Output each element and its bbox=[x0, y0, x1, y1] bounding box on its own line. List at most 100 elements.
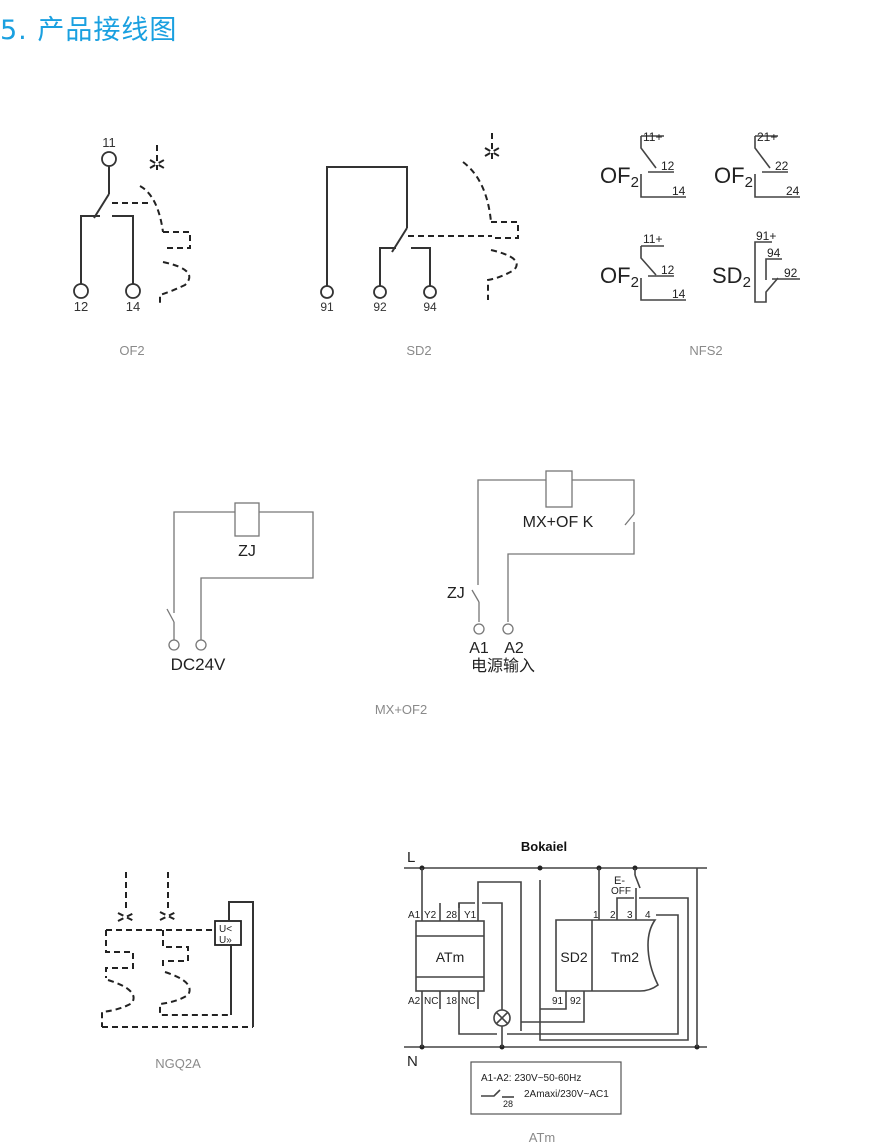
of2-diagram: 11 12 14 bbox=[73, 135, 191, 314]
caption-sd2: SD2 bbox=[406, 343, 432, 358]
nfs2-no: 24 bbox=[786, 184, 800, 198]
sd2-terminal-91-circle bbox=[320, 285, 334, 299]
atm-terminal-y1: Y1 bbox=[464, 910, 477, 921]
coil-label: MX+OF K bbox=[523, 514, 594, 531]
wire bbox=[507, 914, 679, 1035]
nfs2-switch bbox=[754, 241, 779, 303]
terminal-a1-circle bbox=[473, 623, 485, 635]
atm-terminal-nc: NC bbox=[424, 996, 438, 1007]
spec-line-1: A1-A2: 230V~50-60Hz bbox=[481, 1073, 581, 1084]
nfs2-block-label: OF2 bbox=[600, 263, 639, 291]
sd2-terminal-91: 91 bbox=[320, 300, 334, 314]
wire bbox=[521, 991, 585, 1023]
caption-of2: OF2 bbox=[119, 343, 145, 358]
mechanical-arc bbox=[159, 971, 231, 1016]
terminal-a2-label: A2 bbox=[504, 640, 524, 657]
zj-switch bbox=[166, 608, 175, 623]
wire bbox=[540, 991, 567, 1010]
atm-terminal-a2: A2 bbox=[408, 996, 421, 1007]
nfs2-block: OF2 21+ 22 24 bbox=[714, 130, 800, 198]
of2-terminal-14-circle bbox=[125, 283, 141, 299]
mechanical-arc bbox=[101, 979, 135, 1027]
nfs2-nc: 12 bbox=[661, 159, 675, 173]
sd2-latch bbox=[491, 221, 519, 239]
wire bbox=[458, 902, 475, 908]
of2-wire bbox=[80, 215, 100, 285]
atm-terminal-nc: NC bbox=[461, 996, 475, 1007]
of2-switch-blade bbox=[93, 193, 110, 219]
wire bbox=[458, 991, 497, 1035]
sd2-terminal-92: 92 bbox=[373, 300, 387, 314]
nfs2-switch bbox=[640, 246, 657, 276]
caption-nfs2: NFS2 bbox=[689, 343, 723, 358]
of2-mechanical-arc bbox=[159, 261, 191, 305]
spec-box bbox=[470, 1061, 622, 1115]
nfs2-wire bbox=[765, 258, 782, 280]
of2-spark-icon bbox=[149, 159, 165, 169]
nfs2-block: OF2 11+ 12 14 bbox=[600, 232, 686, 301]
of2-mechanical-arc bbox=[139, 185, 164, 233]
tm2-module bbox=[555, 919, 660, 992]
line-l-label: L bbox=[407, 849, 415, 866]
nfs2-no: 92 bbox=[784, 266, 798, 280]
of2-terminal-12: 12 bbox=[74, 299, 88, 314]
caption-atm: ATm bbox=[528, 1130, 556, 1145]
spark-icon bbox=[117, 912, 135, 922]
nfs2-nc: 12 bbox=[661, 263, 675, 277]
terminal-circle bbox=[168, 639, 180, 651]
relay-label: ZJ bbox=[238, 543, 256, 560]
sd2-terminal-94: 94 bbox=[423, 300, 437, 314]
zj-switch bbox=[471, 589, 480, 603]
nfs2-switch bbox=[754, 136, 771, 169]
lamp-icon-cross bbox=[495, 1011, 509, 1025]
relay-coil-zj bbox=[234, 502, 260, 537]
ngq2a-diagram: U< U» bbox=[101, 872, 254, 1028]
terminal-a1-label: A1 bbox=[469, 640, 489, 657]
mx-of-k-switch bbox=[624, 513, 635, 526]
tm2-terminal-4: 4 bbox=[645, 910, 651, 921]
switch-label-off: OFF bbox=[611, 886, 631, 897]
nfs2-no: 14 bbox=[672, 287, 686, 301]
caption-ngq2a: NGQ2A bbox=[155, 1056, 201, 1071]
nfs2-nc: 22 bbox=[775, 159, 789, 173]
latch bbox=[105, 930, 134, 978]
atm-terminal-y2: Y2 bbox=[424, 910, 437, 921]
module-label-2: U» bbox=[219, 935, 232, 946]
latch bbox=[162, 930, 189, 970]
line-n-label: N bbox=[407, 1053, 418, 1070]
atm-module bbox=[415, 920, 485, 992]
wire bbox=[539, 880, 689, 1041]
tm2-terminal-1: 1 bbox=[593, 910, 599, 921]
sd2-spark-icon bbox=[484, 147, 500, 157]
spec-contact: 28 bbox=[503, 1099, 513, 1109]
nfs2-nc: 94 bbox=[767, 246, 781, 260]
wire bbox=[572, 479, 635, 514]
nfs2-common: 11+ bbox=[643, 232, 662, 246]
sd2-mechanical-arc bbox=[487, 249, 518, 300]
nfs2-no: 14 bbox=[672, 184, 686, 198]
of2-terminal-11-circle bbox=[101, 151, 117, 167]
nfs2-block: OF2 11+ 12 14 bbox=[600, 130, 686, 198]
nfs2-diagram: OF2 11+ 12 14 OF2 21+ 22 24 OF2 11+ bbox=[600, 130, 800, 303]
mx-of2-right-diagram: MX+OF K ZJ A1 A2 电源输入 bbox=[447, 470, 635, 675]
tm2-label: Tm2 bbox=[611, 949, 639, 965]
of2-terminal-11: 11 bbox=[102, 135, 116, 150]
spark-icon bbox=[159, 911, 177, 921]
sd2-wire bbox=[411, 247, 431, 286]
wire bbox=[507, 522, 635, 622]
atm-diagram: Bokaiel L N ATm A1 Y2 28 Y1 A2 NC 18 NC bbox=[404, 839, 707, 1115]
tm2-terminal-2: 2 bbox=[610, 910, 616, 921]
nfs2-common: 11+ bbox=[643, 130, 662, 144]
sd2-terminal-92-circle bbox=[373, 285, 387, 299]
nfs2-wire bbox=[640, 278, 686, 301]
sd2-terminal-94-circle bbox=[423, 285, 437, 299]
nfs2-block-label: SD2 bbox=[712, 263, 751, 291]
wire bbox=[477, 479, 546, 585]
mx-of2-left-diagram: ZJ DC24V bbox=[166, 502, 314, 674]
nfs2-block-sd2: SD2 91+ 94 92 bbox=[712, 229, 800, 303]
sd2-terminal-91: 91 bbox=[552, 996, 564, 1007]
sd2-mechanical-arc bbox=[462, 161, 492, 223]
supply-label: 电源输入 bbox=[471, 657, 535, 675]
atm-terminal-18: 18 bbox=[446, 996, 458, 1007]
wire bbox=[228, 901, 254, 1027]
